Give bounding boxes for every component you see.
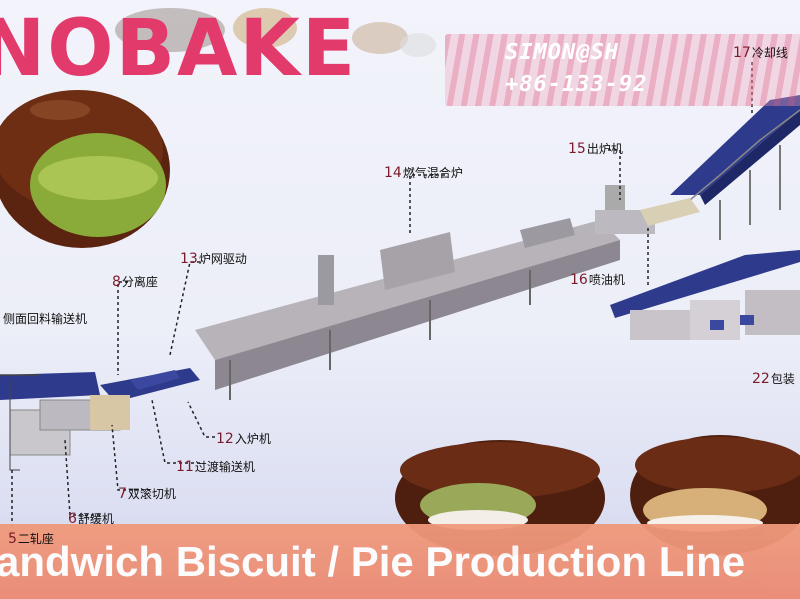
title-banner: andwich Biscuit / Pie Production Line — [0, 524, 800, 599]
page-title: andwich Biscuit / Pie Production Line — [0, 538, 746, 585]
cookie-image — [400, 33, 436, 57]
station-label-14: 14燃气混合炉 — [384, 165, 463, 181]
station-label-side-return: 侧面回料输送机 — [3, 312, 88, 326]
cooling-line — [670, 95, 800, 240]
contact-email: SIMON@SH — [505, 40, 619, 65]
station-label-15: 15出炉机 — [568, 141, 623, 157]
brand-logo: NOBAKE — [0, 4, 358, 94]
contact-banner: SIMON@SH +86-133-92 — [445, 34, 800, 106]
chocopie-image — [0, 90, 170, 248]
station-label-7: 7双滚切机 — [118, 486, 176, 502]
cookie-image — [233, 8, 297, 48]
oven — [195, 185, 700, 400]
station-label-12: 12入炉机 — [216, 431, 271, 447]
station-label-22: 22包装 — [752, 371, 795, 387]
station-label-5: 5二轧座 — [8, 531, 54, 547]
station-label-11: 11过渡输送机 — [176, 459, 255, 475]
forming-section — [0, 368, 200, 471]
cookie-image — [115, 8, 225, 52]
packaging-lines — [610, 250, 800, 340]
station-label-16: 16喷油机 — [570, 272, 625, 288]
station-label-8: 8分离座 — [112, 274, 158, 290]
station-label-6: 6舒缓机 — [68, 511, 114, 527]
cookie-image — [352, 22, 408, 54]
station-label-17: 17冷却线 — [733, 45, 788, 61]
contact-phone: +86-133-92 — [505, 72, 648, 97]
station-label-13: 13炉网驱动 — [180, 251, 247, 267]
